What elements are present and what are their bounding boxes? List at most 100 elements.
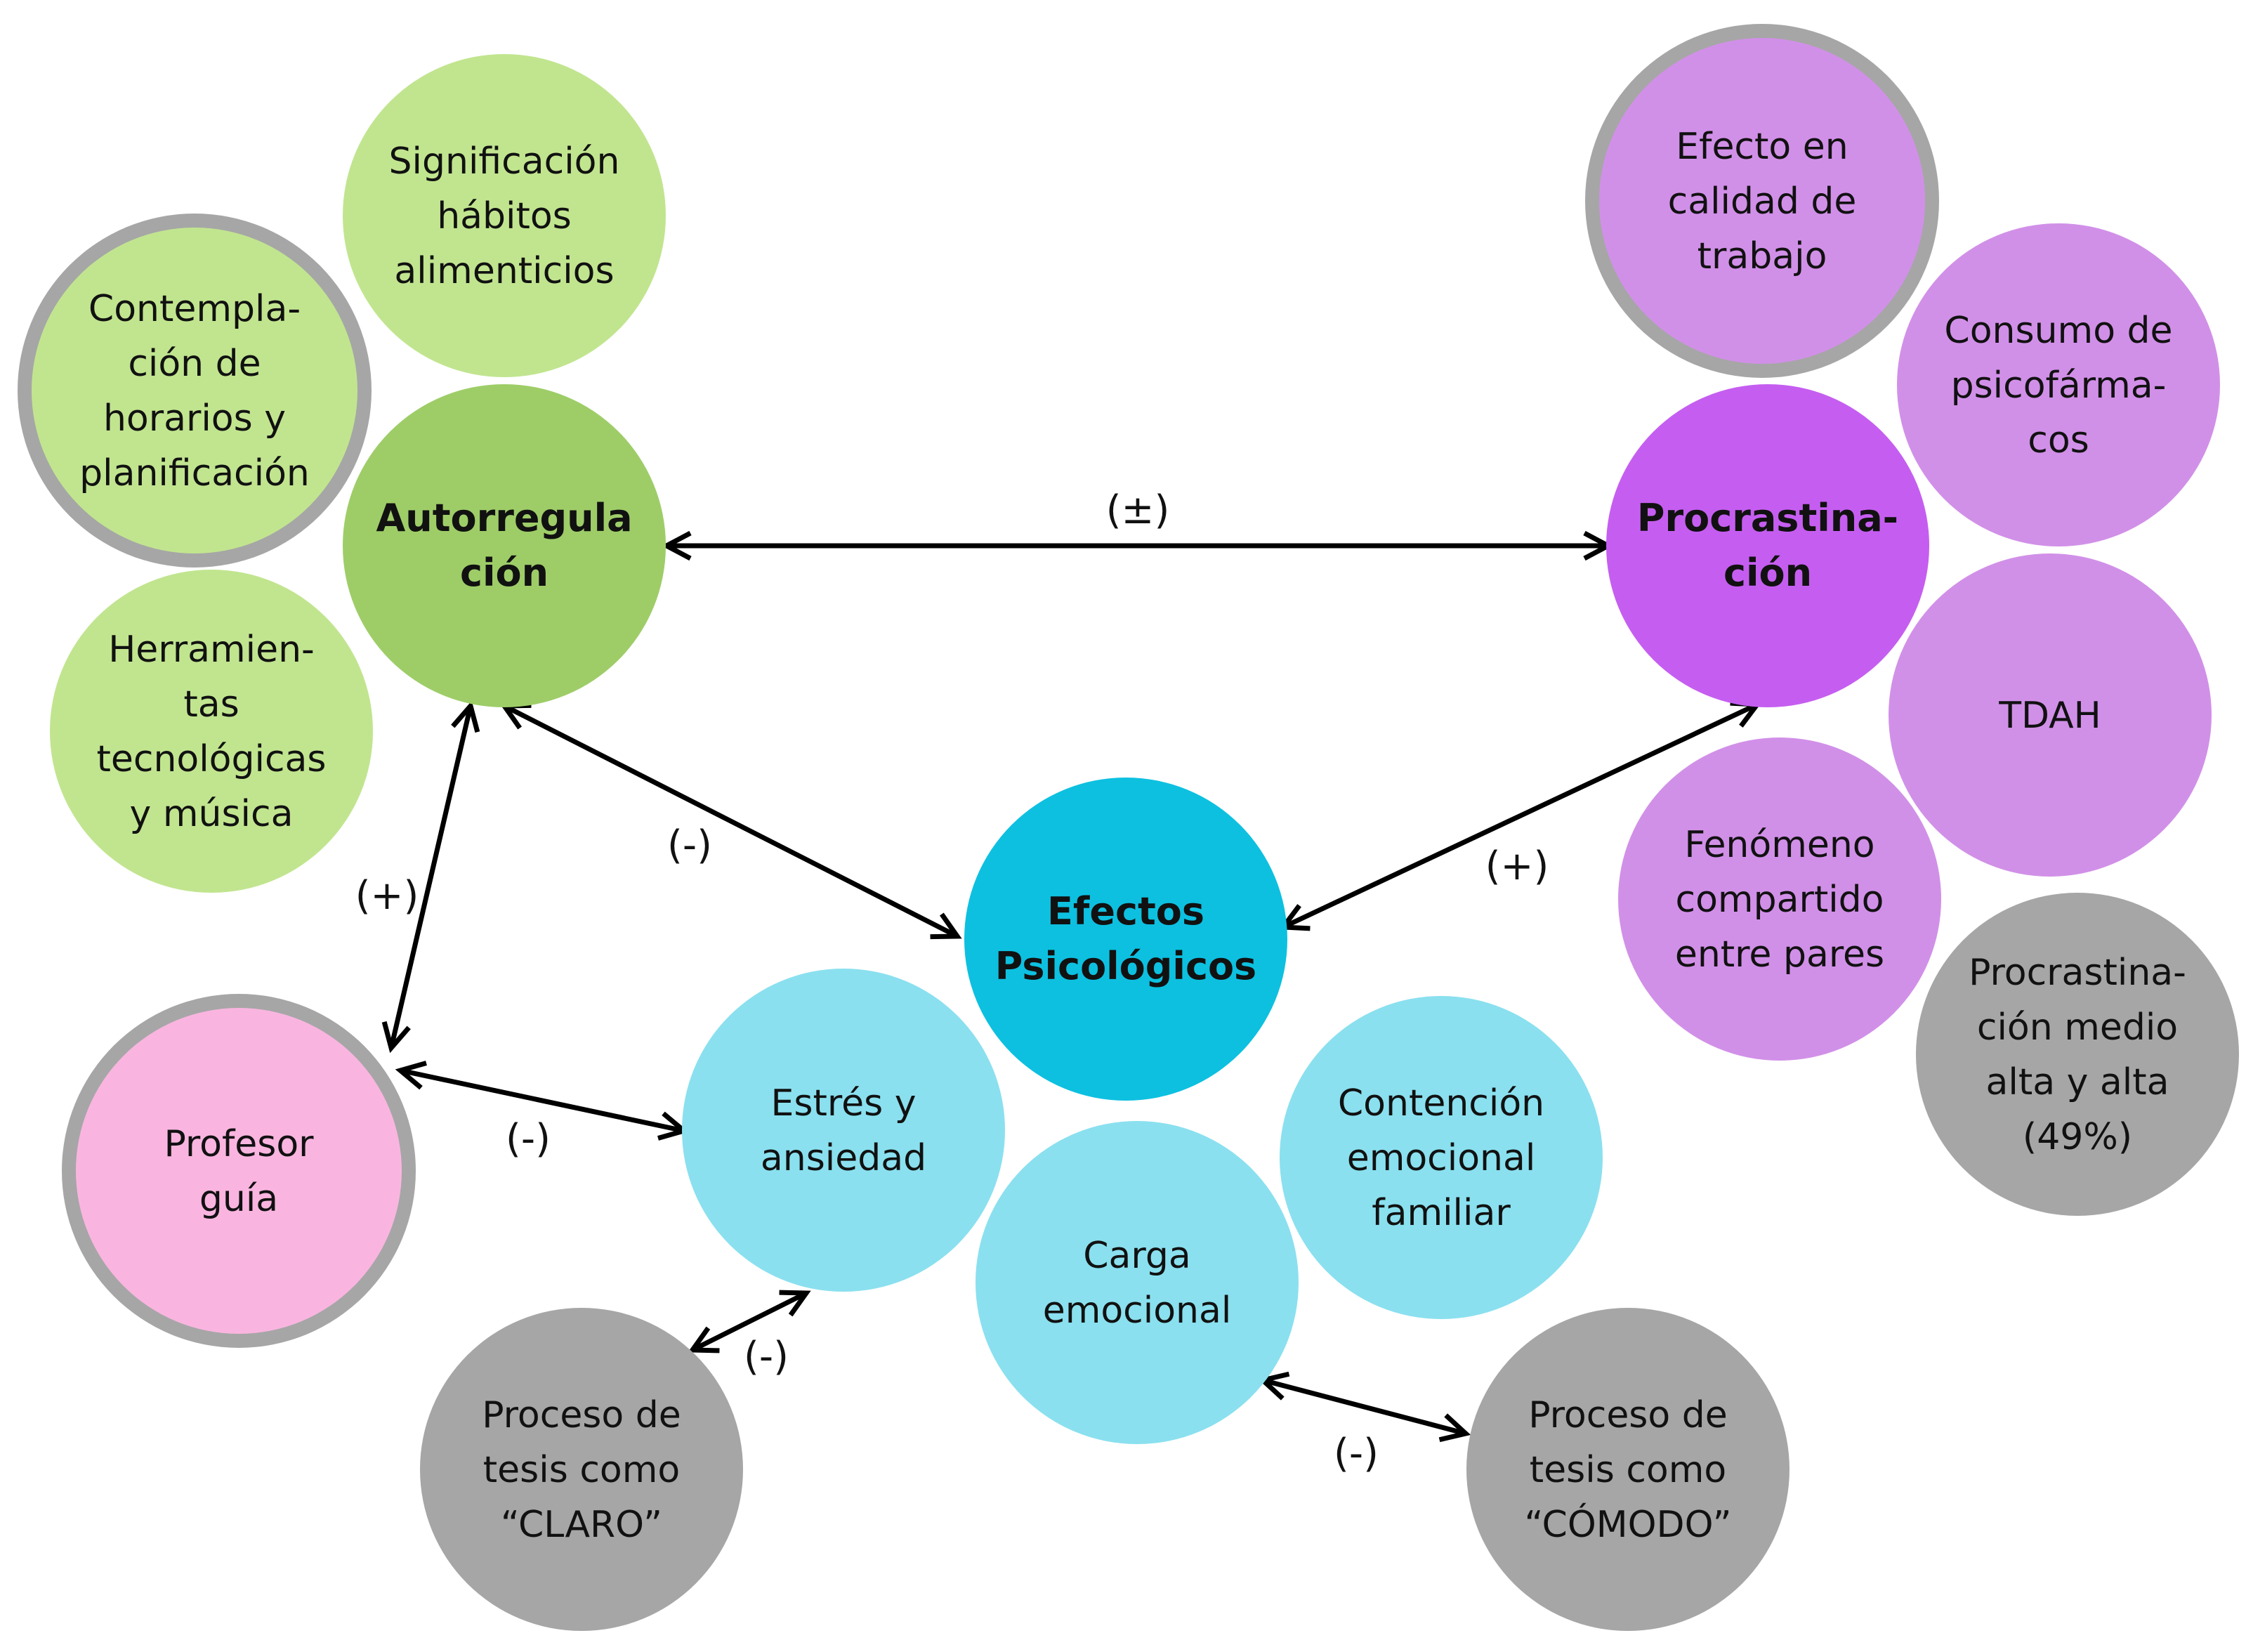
node-profesor: Profesor guía — [62, 994, 416, 1348]
node-label-line: Contempla- — [88, 288, 301, 330]
edge-line — [400, 1068, 685, 1134]
node-label-line: ción de — [128, 343, 261, 385]
edge-label: (+) — [1485, 844, 1549, 889]
node-circle — [976, 1121, 1299, 1444]
node-carga: Carga emocional — [976, 1121, 1299, 1444]
node-label-line: planificación — [79, 452, 310, 494]
node-label-line: ción medio — [1977, 1007, 2178, 1049]
edge-line — [691, 1290, 808, 1353]
node-label-line: guía — [199, 1178, 278, 1220]
node-label-line: “CÓMODO” — [1524, 1502, 1731, 1546]
node-circle — [1889, 553, 2212, 877]
arrowhead-icon — [930, 912, 962, 940]
node-circle — [343, 54, 666, 377]
node-circle — [32, 228, 357, 553]
node-contemplacion: Contempla-ción de horarios y planificación — [18, 214, 372, 568]
edge-label: (-) — [506, 1116, 551, 1162]
node-label-line: Procrastina- — [1637, 496, 1898, 540]
node-label-line: entre pares — [1675, 933, 1884, 976]
node-label-line: tas — [183, 683, 239, 726]
node-label-line: hábitos — [437, 195, 572, 237]
edge-label: (-) — [1334, 1431, 1379, 1476]
node-label-line: cos — [2028, 419, 2089, 461]
node-circle — [1466, 1308, 1789, 1631]
node-label-line: Profesor — [164, 1123, 314, 1165]
node-label-line: calidad de — [1668, 181, 1857, 223]
node-comodo: Proceso de tesis como “CÓMODO” — [1466, 1308, 1789, 1631]
node-herramientas: Herramien-tas tecnológicas y música — [50, 570, 373, 893]
edges-layer — [381, 530, 1762, 1443]
node-autorregulacion: Autorregula ción — [343, 384, 666, 707]
node-fenomeno: Fenómeno compartido entre pares — [1618, 738, 1941, 1061]
node-circle — [1280, 996, 1603, 1319]
node-claro: Proceso de tesis como “CLARO” — [420, 1308, 743, 1631]
node-label-line: Proceso de — [482, 1394, 681, 1436]
arrowhead-icon — [688, 1326, 720, 1353]
node-label-line: TDAH — [1998, 695, 2101, 737]
node-label-line: Estrés y — [771, 1082, 917, 1125]
node-label-line: Herramien- — [108, 629, 315, 671]
node-efecto-calidad: Efecto en calidad de trabajo — [1585, 24, 1939, 378]
node-tdah: TDAH — [1889, 553, 2212, 877]
node-label-line: tesis como — [483, 1449, 680, 1491]
node-label-line: Efectos — [1047, 889, 1204, 933]
edge-line — [1262, 1377, 1466, 1436]
edge-label: (-) — [744, 1334, 789, 1379]
node-label-line: ansiedad — [761, 1137, 926, 1179]
node-label-line: tecnológicas — [96, 738, 326, 780]
node-significacion: Significación hábitos alimenticios — [343, 54, 666, 377]
edge-line — [1282, 702, 1759, 930]
node-label-line: alimenticios — [394, 250, 614, 292]
node-label-line: emocional — [1043, 1290, 1232, 1332]
arrowhead-icon — [381, 1021, 411, 1054]
node-estres: Estrés y ansiedad — [682, 969, 1005, 1292]
node-circle — [76, 1008, 402, 1334]
node-label-line: “CLARO” — [501, 1504, 662, 1546]
arrowhead-icon — [395, 1061, 427, 1090]
node-label-line: Psicológicos — [995, 944, 1256, 988]
node-circle — [1606, 384, 1929, 707]
node-label-line: emocional — [1347, 1137, 1536, 1179]
node-label-line: horarios y — [103, 398, 286, 440]
nodes-layer: SignificaciónhábitosalimenticiosContempl… — [18, 24, 2239, 1631]
edge-labels-layer: (±)(-)(+)(+)(-)(-)(-) — [355, 487, 1549, 1476]
node-label-line: compartido — [1676, 879, 1884, 921]
node-label-line: y música — [130, 793, 294, 835]
edge-line — [388, 705, 473, 1049]
node-label-line: Carga — [1083, 1235, 1191, 1277]
arrowhead-icon — [779, 1290, 811, 1317]
arrowhead-icon — [1438, 1413, 1471, 1443]
edge-autorregulacion-profesor — [381, 700, 480, 1054]
node-procrastinacion: Procrastina-ción — [1606, 384, 1929, 707]
node-label-line: Fenómeno — [1684, 824, 1874, 866]
arrowhead-icon — [451, 700, 480, 733]
node-circle — [1599, 38, 1925, 364]
node-circle — [50, 570, 373, 893]
node-label-line: trabajo — [1697, 235, 1827, 277]
node-circle — [964, 778, 1287, 1101]
node-label-line: tesis como — [1530, 1449, 1726, 1491]
node-label-line: Proceso de — [1528, 1394, 1728, 1436]
node-label-line: Consumo de — [1944, 310, 2172, 352]
node-circle — [420, 1308, 743, 1631]
node-label-line: Significación — [389, 140, 620, 183]
node-label-line: ción — [1723, 551, 1812, 595]
edge-autorregulacion-efectos — [499, 702, 962, 940]
node-label-line: ción — [460, 551, 549, 595]
arrowhead-icon — [661, 530, 692, 561]
edge-label: (±) — [1106, 487, 1170, 533]
edge-line — [503, 703, 959, 939]
edge-carga-comodo — [1257, 1371, 1471, 1443]
node-circle — [1897, 223, 2220, 546]
node-label-line: Efecto en — [1676, 126, 1848, 168]
node-label-line: Autorregula — [376, 496, 632, 540]
edge-label: (+) — [355, 873, 419, 919]
node-label-line: Procrastina- — [1969, 952, 2186, 994]
node-circle — [1916, 893, 2239, 1216]
node-label-line: (49%) — [2023, 1116, 2132, 1158]
node-circle — [1618, 738, 1941, 1061]
